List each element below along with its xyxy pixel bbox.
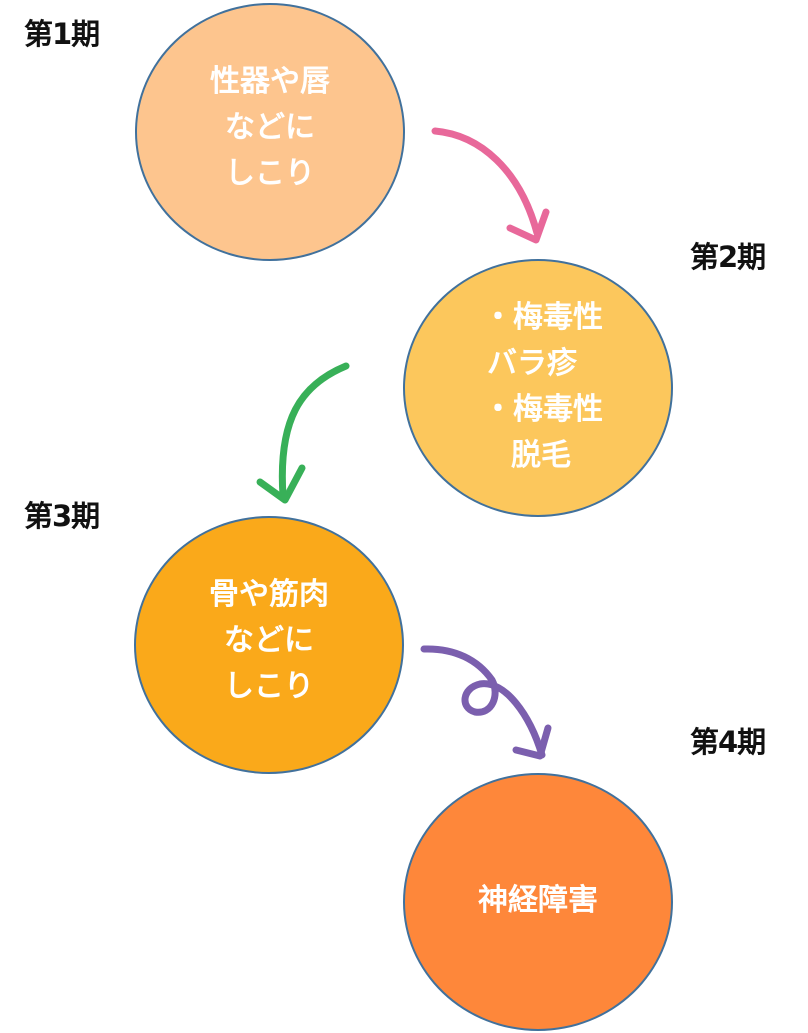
arrow-shaft: [431, 127, 541, 237]
arrow-head: [512, 724, 552, 760]
arrow-stage1-to-stage2: [431, 127, 550, 244]
arrow-head: [256, 464, 306, 504]
stage-4-text-line: 神経障害: [478, 883, 598, 918]
stage-1-circle: 性器や唇 などに しこり: [135, 3, 405, 261]
stage-4-circle: 神経障害: [403, 773, 673, 1031]
stage-1-text-line: 性器や唇: [210, 64, 330, 99]
stage-2-text-line: ・梅毒性: [483, 392, 603, 427]
stage-2-text: ・梅毒性 バラ疹 ・梅毒性 脱毛: [483, 295, 603, 479]
stage-4-label: 第4期: [690, 725, 766, 759]
stage-2-text-line: ・梅毒性: [483, 300, 603, 335]
stage-1-text-line: しこり: [225, 156, 315, 191]
arrow-stage3-to-stage4: [420, 645, 552, 760]
arrow-shaft: [420, 645, 546, 759]
stage-2-circle: ・梅毒性 バラ疹 ・梅毒性 脱毛: [403, 259, 673, 517]
stage-3-text-line: しこり: [224, 669, 314, 704]
stage-1-text-line: などに: [225, 110, 315, 145]
arrow-stage2-to-stage3: [256, 362, 350, 504]
arrow-shaft: [278, 362, 350, 500]
stage-2-text-line: 脱毛: [511, 438, 571, 473]
stage-3-text-line: 骨や筋肉: [209, 577, 329, 612]
stage-1-text: 性器や唇 などに しこり: [210, 59, 330, 197]
stage-2-text-line: バラ疹: [487, 346, 577, 381]
stage-3-label: 第3期: [24, 499, 100, 533]
stage-2-label: 第2期: [690, 240, 766, 274]
stage-3-circle: 骨や筋肉 などに しこり: [134, 516, 404, 774]
stage-3-text: 骨や筋肉 などに しこり: [209, 572, 329, 710]
arrow-head: [506, 208, 550, 244]
stage-1-label: 第1期: [24, 17, 100, 51]
stage-4-text: 神経障害: [478, 878, 598, 924]
stage-3-text-line: などに: [224, 623, 314, 658]
